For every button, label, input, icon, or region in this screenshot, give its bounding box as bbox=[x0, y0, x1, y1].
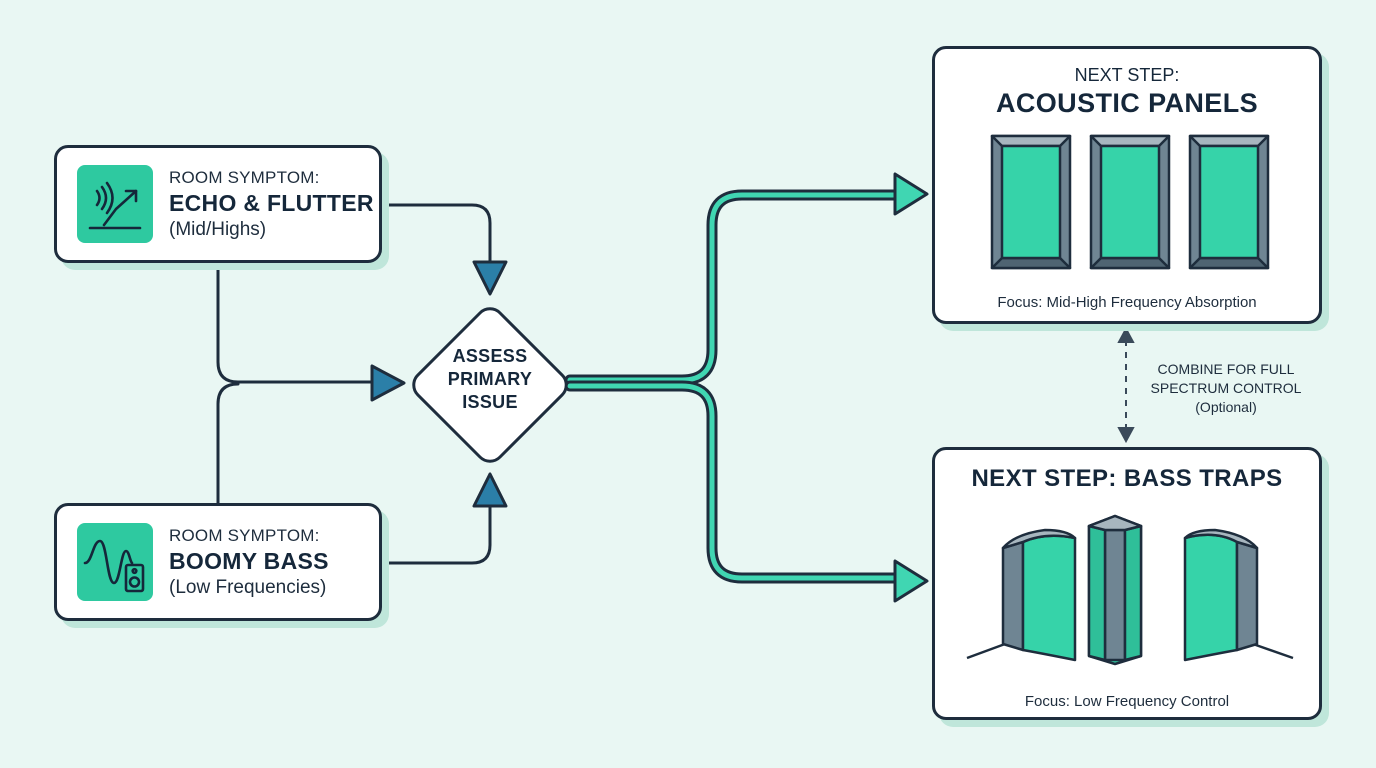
connector-echo-to-decision bbox=[380, 203, 492, 264]
outcome-card-traps: NEXT STEP: BASS TRAPS Focus: Low Frequen… bbox=[932, 447, 1322, 720]
arrowhead-to-panels bbox=[893, 172, 929, 216]
bass-trap-icon bbox=[966, 514, 1294, 666]
symptom-card-bass: ROOM SYMPTOM: BOOMY BASS (Low Frequencie… bbox=[54, 503, 382, 621]
decision-line-1: ASSESS bbox=[452, 346, 528, 366]
acoustic-panel-icon bbox=[990, 134, 1270, 270]
decision-diamond bbox=[412, 307, 568, 463]
connector-bass-to-decision bbox=[380, 504, 492, 565]
arrowhead-into-decision-bottom bbox=[472, 472, 508, 508]
symptom-echo-pre: ROOM SYMPTOM: bbox=[169, 167, 320, 187]
symptom-echo-sub: (Mid/Highs) bbox=[169, 218, 267, 240]
symptom-bass-sub: (Low Frequencies) bbox=[169, 576, 327, 598]
combine-line-2: SPECTRUM CONTROL bbox=[1150, 380, 1302, 396]
bass-speaker-icon bbox=[77, 523, 153, 601]
symptom-echo-title: ECHO & FLUTTER bbox=[169, 189, 374, 216]
combine-note: COMBINE FOR FULL SPECTRUM CONTROL (Optio… bbox=[1130, 360, 1322, 417]
combine-line-3: (Optional) bbox=[1195, 399, 1257, 415]
panels-pre: NEXT STEP: bbox=[1074, 65, 1180, 85]
traps-focus: Focus: Low Frequency Control bbox=[1024, 693, 1230, 710]
arrowhead-to-traps bbox=[893, 559, 929, 603]
arrowhead-into-decision-top bbox=[472, 260, 508, 296]
symptom-bass-pre: ROOM SYMPTOM: bbox=[169, 525, 320, 545]
panels-title: ACOUSTIC PANELS bbox=[995, 88, 1258, 118]
echo-wave-icon bbox=[77, 165, 153, 243]
decision-line-2: PRIMARY bbox=[447, 369, 533, 389]
traps-title: NEXT STEP: BASS TRAPS bbox=[971, 465, 1283, 492]
connector-echo-left-branch bbox=[216, 261, 380, 384]
outcome-card-panels: NEXT STEP: ACOUSTIC PANELS bbox=[932, 46, 1322, 324]
panels-focus: Focus: Mid-High Frequency Absorption bbox=[997, 294, 1257, 311]
combine-line-1: COMBINE FOR FULL bbox=[1157, 361, 1295, 377]
symptom-bass-title: BOOMY BASS bbox=[169, 547, 329, 574]
connector-bass-left-branch bbox=[216, 382, 240, 505]
symptom-card-echo: ROOM SYMPTOM: ECHO & FLUTTER (Mid/Highs) bbox=[54, 145, 382, 263]
decision-line-3: ISSUE bbox=[462, 392, 518, 412]
connector-decision-to-traps bbox=[564, 380, 906, 584]
decision-label: ASSESS PRIMARY ISSUE bbox=[420, 345, 560, 414]
connector-decision-to-panels bbox=[564, 189, 906, 386]
arrowhead-into-decision-left bbox=[370, 364, 406, 402]
